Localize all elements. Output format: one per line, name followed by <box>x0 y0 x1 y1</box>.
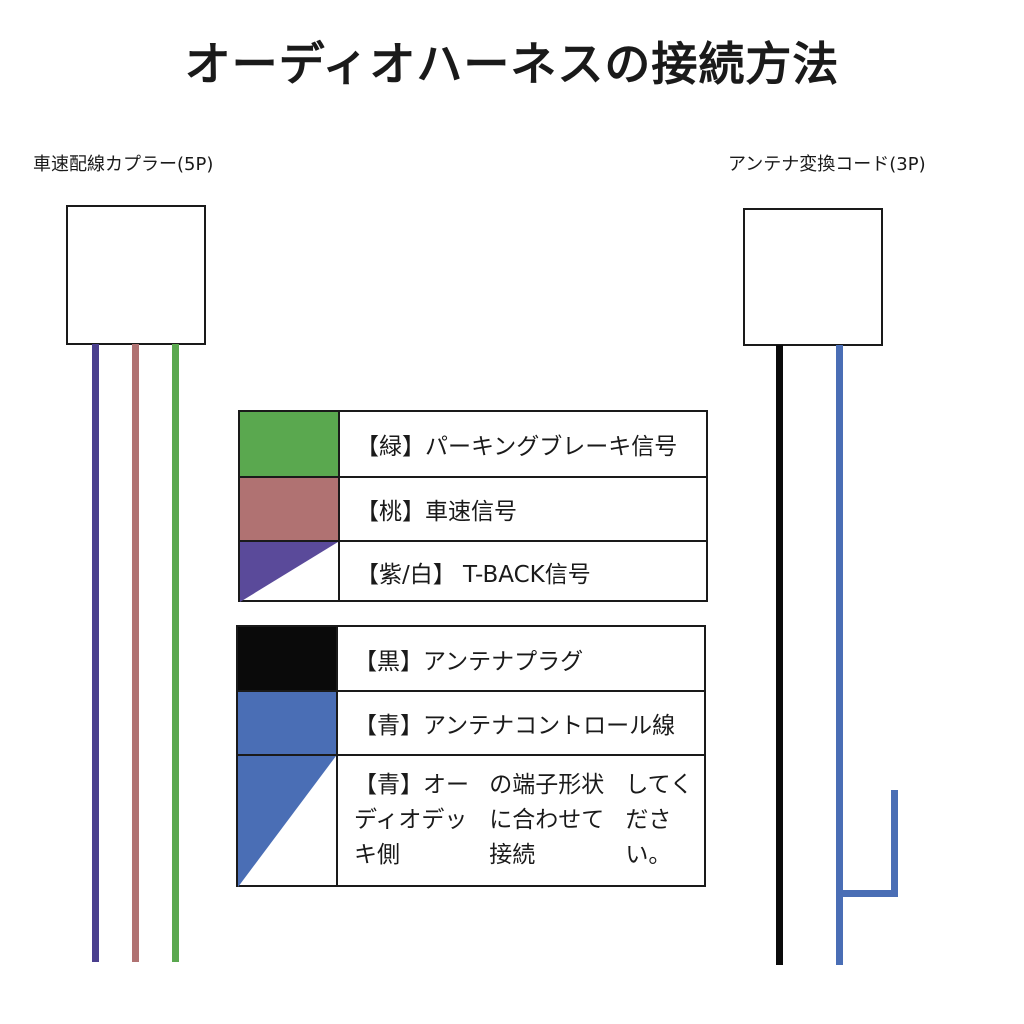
legend-row-green: 【緑】パーキングブレーキ信号 <box>240 412 706 476</box>
wire-green <box>172 344 179 962</box>
legend-row-blue-white: 【青】オーディオデッキ側 の端子形状に合わせて接続 してください。 <box>238 754 704 887</box>
legend-row-black: 【黒】アンテナプラグ <box>238 627 704 690</box>
legend-text: 【黒】アンテナプラグ <box>354 648 584 675</box>
right-connector-label: アンテナ変換コード(3P) <box>728 154 926 175</box>
legend-line: の端子形状に合わせて接続 <box>489 772 605 868</box>
wire-black <box>776 345 783 965</box>
swatch-blue-white <box>238 756 338 887</box>
legend-row-pink: 【桃】車速信号 <box>240 476 706 540</box>
left-connector-label: 車速配線カプラー(5P) <box>33 154 214 175</box>
swatch-green <box>240 412 340 476</box>
swatch-black <box>238 627 338 690</box>
legend-top: 【緑】パーキングブレーキ信号 【桃】車速信号 【紫/白】 T-BACK信号 <box>238 410 708 602</box>
legend-text: 【紫/白】 T-BACK信号 <box>356 562 591 588</box>
swatch-pink <box>240 478 340 540</box>
right-connector-box <box>743 208 883 346</box>
swatch-purple-white <box>240 542 340 602</box>
wire-blue <box>836 345 843 965</box>
wire-blue-branch-horizontal <box>836 890 898 897</box>
left-connector-box <box>66 205 206 345</box>
legend-bottom: 【黒】アンテナプラグ 【青】アンテナコントロール線 【青】オーディオデッキ側 の… <box>236 625 706 887</box>
legend-row-blue: 【青】アンテナコントロール線 <box>238 690 704 754</box>
legend-text: 【青】アンテナコントロール線 <box>354 713 676 739</box>
legend-text-multiline: 【青】オーディオデッキ側 の端子形状に合わせて接続 してください。 <box>354 756 704 887</box>
swatch-blue <box>238 692 338 754</box>
wire-blue-branch-vertical <box>891 790 898 897</box>
wire-pink <box>132 344 139 962</box>
page-title: オーディオハーネスの接続方法 <box>184 37 840 91</box>
legend-row-purple-white: 【紫/白】 T-BACK信号 <box>240 540 706 602</box>
legend-text: 【桃】車速信号 <box>356 499 517 525</box>
legend-line: 【青】オーディオデッキ側 <box>354 772 469 868</box>
wire-purple <box>92 344 99 962</box>
legend-text: 【緑】パーキングブレーキ信号 <box>356 434 678 460</box>
legend-line: してください。 <box>625 772 693 868</box>
